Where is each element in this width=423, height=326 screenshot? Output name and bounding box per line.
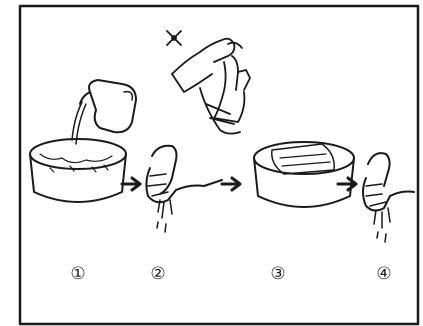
pour-water-into-basin-icon (30, 80, 136, 202)
soak-cloth-in-basin-icon (254, 142, 354, 207)
wrong-twisting-method-icon (172, 39, 250, 134)
wring-cloth-again-icon (363, 153, 414, 242)
step-2-label: ② (143, 264, 173, 284)
step-3-label: ③ (263, 264, 293, 284)
step-1-label: ① (63, 264, 93, 284)
arrow-2-icon (222, 178, 240, 190)
arrow-3-icon (338, 178, 356, 190)
step-4-label: ④ (369, 264, 399, 284)
forbidden-x-icon (167, 31, 181, 45)
arrow-1-icon (122, 178, 140, 190)
wring-cloth-icon (146, 146, 222, 232)
